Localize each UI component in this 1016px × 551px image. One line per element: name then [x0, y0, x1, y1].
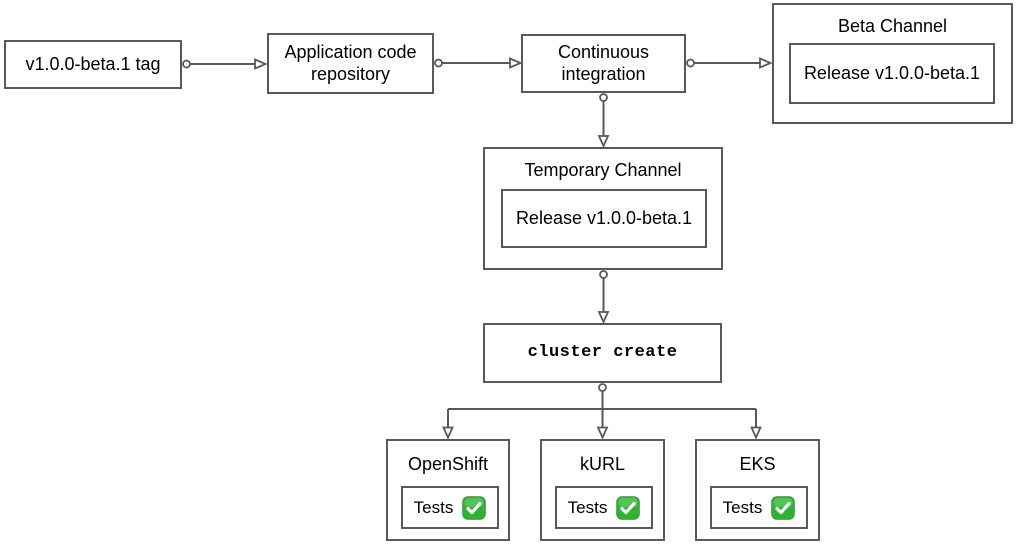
eks-tests-label: Tests	[722, 497, 763, 517]
node-temporary-channel: Temporary Channel Release v1.0.0-beta.1	[483, 147, 723, 270]
connector-temp-channel-to-cluster-create	[597, 270, 610, 325]
connector-ci-to-beta-channel	[686, 57, 773, 69]
cluster-create-label: cluster create	[527, 342, 678, 362]
app-code-repository-label: Application code repository	[284, 41, 417, 84]
check-passed-icon	[462, 495, 487, 520]
node-openshift: OpenShift Tests	[386, 439, 510, 541]
node-temporary-release: Release v1.0.0-beta.1	[501, 189, 707, 248]
openshift-tests-label: Tests	[413, 497, 454, 517]
node-version-tag: v1.0.0-beta.1 tag	[4, 40, 182, 89]
node-kurl: kURL Tests	[540, 439, 665, 541]
kurl-tests-box: Tests	[555, 486, 653, 529]
check-passed-icon	[616, 495, 641, 520]
node-app-code-repository: Application code repository	[267, 33, 434, 94]
node-beta-release: Release v1.0.0-beta.1	[789, 43, 995, 104]
connector-cluster-create-to-clusters	[442, 383, 762, 440]
node-eks: EKS Tests	[695, 439, 820, 541]
node-cluster-create: cluster create	[483, 323, 722, 383]
kurl-title: kURL	[579, 454, 625, 474]
eks-tests-box: Tests	[710, 486, 808, 529]
openshift-title: OpenShift	[407, 454, 489, 474]
node-beta-channel: Beta Channel Release v1.0.0-beta.1	[772, 3, 1013, 124]
eks-title: EKS	[739, 454, 776, 474]
check-passed-icon	[771, 495, 796, 520]
beta-channel-title: Beta Channel	[837, 16, 948, 36]
beta-release-label: Release v1.0.0-beta.1	[803, 63, 981, 83]
version-tag-label: v1.0.0-beta.1 tag	[25, 53, 161, 74]
connector-repo-to-ci	[434, 57, 523, 69]
kurl-tests-label: Tests	[567, 497, 608, 517]
temporary-channel-title: Temporary Channel	[524, 160, 682, 180]
temporary-release-label: Release v1.0.0-beta.1	[515, 208, 693, 228]
openshift-tests-box: Tests	[401, 486, 499, 529]
connector-ci-to-temp-channel	[597, 93, 610, 149]
continuous-integration-label: Continuous integration	[557, 41, 650, 84]
node-continuous-integration: Continuous integration	[521, 34, 686, 93]
connector-tag-to-repo	[182, 58, 268, 70]
